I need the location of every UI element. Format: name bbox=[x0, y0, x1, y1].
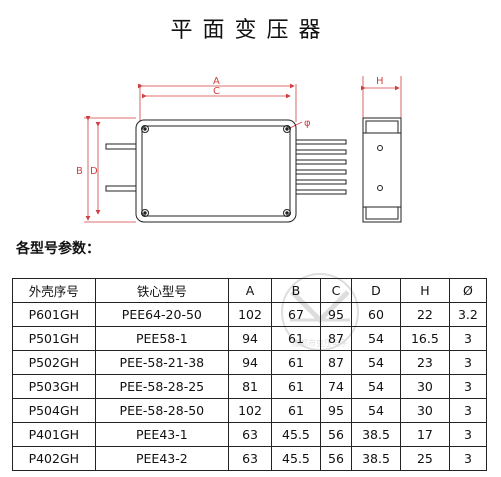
dim-label-a: A bbox=[213, 76, 220, 87]
dim-label-c: C bbox=[213, 86, 220, 97]
table-cell: P402GH bbox=[12, 446, 96, 471]
table-cell: 95 bbox=[319, 398, 353, 423]
table-cell: 54 bbox=[351, 326, 401, 351]
table-cell: 61 bbox=[271, 326, 321, 351]
table-cell: 61 bbox=[271, 374, 321, 399]
table-cell: 38.5 bbox=[351, 446, 401, 471]
table-cell: 61 bbox=[271, 398, 321, 423]
table-cell: PEE-58-28-50 bbox=[94, 398, 230, 423]
header-cell: Ø bbox=[448, 278, 488, 303]
table-row: P504GH PEE-58-28-50 102 61 95 54 30 3 bbox=[12, 398, 488, 423]
table-cell: PEE64-20-50 bbox=[94, 302, 230, 327]
table-cell: 56 bbox=[319, 446, 353, 471]
table-cell: 45.5 bbox=[271, 446, 321, 471]
header-cell: C bbox=[319, 278, 353, 303]
table-cell: 22 bbox=[399, 302, 450, 327]
table-row: P402GH PEE43-2 63 45.5 56 38.5 25 3 bbox=[12, 446, 488, 471]
table-cell: 67 bbox=[271, 302, 321, 327]
table-cell: PEE58-1 bbox=[94, 326, 230, 351]
dim-label-h: H bbox=[376, 76, 384, 87]
table-cell: 3 bbox=[448, 422, 488, 447]
table-cell: 102 bbox=[228, 398, 273, 423]
table-cell: 94 bbox=[228, 350, 273, 375]
table-cell: 3 bbox=[448, 374, 488, 399]
table-cell: 81 bbox=[228, 374, 273, 399]
table-cell: 87 bbox=[319, 326, 353, 351]
transformer-drawing: A C B D H φ bbox=[76, 76, 402, 223]
header-cell: A bbox=[228, 278, 273, 303]
table-cell: P501GH bbox=[12, 326, 96, 351]
table-cell: 94 bbox=[228, 326, 273, 351]
header-cell: D bbox=[351, 278, 401, 303]
header-cell: 外壳序号 bbox=[12, 278, 96, 303]
params-label: 各型号参数： bbox=[16, 241, 100, 257]
dim-label-d: D bbox=[90, 166, 98, 177]
table-cell: PEE-58-28-25 bbox=[94, 374, 230, 399]
table-cell: 30 bbox=[399, 374, 450, 399]
table-cell: 56 bbox=[319, 422, 353, 447]
table-cell: P401GH bbox=[12, 422, 96, 447]
table-cell: 3 bbox=[448, 398, 488, 423]
header-cell: B bbox=[271, 278, 321, 303]
table-cell: P601GH bbox=[12, 302, 96, 327]
table-cell: PEE43-1 bbox=[94, 422, 230, 447]
table-cell: 60 bbox=[351, 302, 401, 327]
table-cell: 95 bbox=[319, 302, 353, 327]
table-cell: 45.5 bbox=[271, 422, 321, 447]
table-row: P503GH PEE-58-28-25 81 61 74 54 30 3 bbox=[12, 374, 488, 399]
dim-label-b: B bbox=[76, 166, 83, 177]
table-row: P401GH PEE43-1 63 45.5 56 38.5 17 3 bbox=[12, 422, 488, 447]
header-cell: H bbox=[399, 278, 450, 303]
table-cell: 23 bbox=[399, 350, 450, 375]
table-cell: 38.5 bbox=[351, 422, 401, 447]
table-cell: PEE43-2 bbox=[94, 446, 230, 471]
table-cell: 30 bbox=[399, 398, 450, 423]
table-cell: 3 bbox=[448, 446, 488, 471]
table-cell: 74 bbox=[319, 374, 353, 399]
table-cell: 102 bbox=[228, 302, 273, 327]
table-row: P601GH PEE64-20-50 102 67 95 60 22 3.2 bbox=[12, 302, 488, 327]
page-title: 平面变压器 bbox=[170, 18, 331, 43]
table-cell: 3 bbox=[448, 350, 488, 375]
table-cell: 16.5 bbox=[399, 326, 450, 351]
header-cell: 铁心型号 bbox=[94, 278, 230, 303]
table-cell: P503GH bbox=[12, 374, 96, 399]
table-cell: 3.2 bbox=[448, 302, 488, 327]
table-cell: 54 bbox=[351, 398, 401, 423]
table-cell: 61 bbox=[271, 350, 321, 375]
table-row: P502GH PEE-58-21-38 94 61 87 54 23 3 bbox=[12, 350, 488, 375]
table-cell: 17 bbox=[399, 422, 450, 447]
table-header-row: 外壳序号 铁心型号 A B C D H Ø bbox=[12, 278, 488, 303]
table-cell: 54 bbox=[351, 374, 401, 399]
table-cell: 87 bbox=[319, 350, 353, 375]
dim-label-phi: φ bbox=[304, 118, 311, 129]
table-cell: 63 bbox=[228, 422, 273, 447]
table-cell: P504GH bbox=[12, 398, 96, 423]
table-cell: PEE-58-21-38 bbox=[94, 350, 230, 375]
table-row: P501GH PEE58-1 94 61 87 54 16.5 3 bbox=[12, 326, 488, 351]
table-cell: 54 bbox=[351, 350, 401, 375]
spec-table: 外壳序号 铁心型号 A B C D H Ø P601GH PEE64-20-50… bbox=[12, 278, 488, 471]
table-cell: 3 bbox=[448, 326, 488, 351]
table-cell: P502GH bbox=[12, 350, 96, 375]
table-cell: 25 bbox=[399, 446, 450, 471]
table-cell: 63 bbox=[228, 446, 273, 471]
